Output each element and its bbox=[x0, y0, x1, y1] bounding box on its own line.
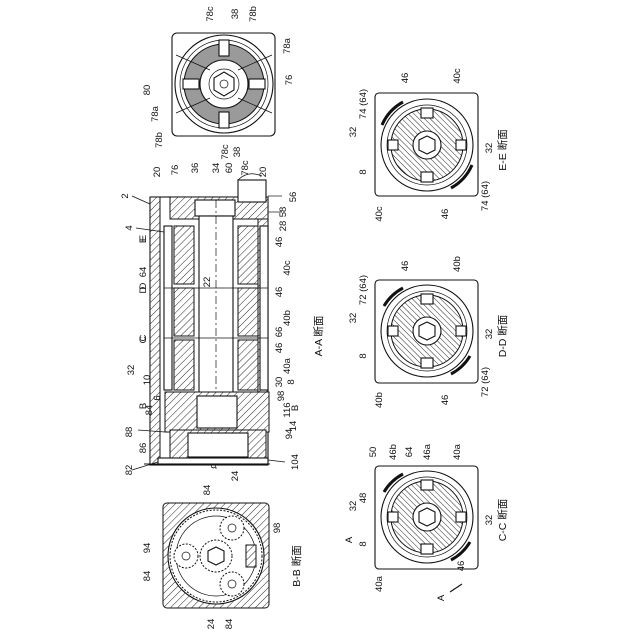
main-label-16: 22 bbox=[202, 277, 213, 288]
ee-label-5: 8 bbox=[358, 169, 369, 174]
main-label-18: 46 bbox=[274, 287, 285, 298]
main-label-42: E bbox=[138, 235, 149, 241]
bb-label-3: 84 bbox=[142, 571, 153, 582]
main-label-9: 58 bbox=[278, 207, 289, 218]
main-label-35: 88 bbox=[124, 427, 135, 438]
top_view-label-9: 78c bbox=[220, 144, 231, 160]
dd-section-view bbox=[375, 280, 478, 383]
main-label-31: 98 bbox=[276, 391, 287, 402]
cc-section-view bbox=[375, 466, 478, 592]
ee-section-view bbox=[375, 93, 478, 196]
ee-label-8: 74 (64) bbox=[480, 181, 491, 211]
cc-label-6: 32 bbox=[348, 501, 359, 512]
main-label-41: o bbox=[208, 463, 219, 468]
main-label-2: 76 bbox=[170, 165, 181, 176]
main-label-38: 82 bbox=[124, 465, 135, 476]
bb-label-1: 98 bbox=[272, 523, 283, 534]
cc-label-7: A bbox=[344, 536, 355, 543]
top_view-label-4: 76 bbox=[284, 75, 295, 86]
bb-label-2: 94 bbox=[142, 543, 153, 554]
main-label-21: 46 bbox=[274, 343, 285, 354]
ee-label-2: 74 (64) bbox=[358, 89, 369, 119]
main-label-20: 66 bbox=[274, 327, 285, 338]
ee-label-0: 46 bbox=[400, 73, 411, 84]
top_view-label-6: 78a bbox=[150, 105, 161, 122]
main-label-28: 40a bbox=[282, 357, 293, 374]
main-label-30: 84 bbox=[144, 405, 155, 416]
top-end-view bbox=[172, 33, 275, 136]
ee-label-1: 40c bbox=[452, 68, 463, 84]
ee-label-3: 32 bbox=[348, 127, 359, 138]
cc-label-12: A bbox=[436, 594, 447, 601]
dd-label-3: 32 bbox=[348, 313, 359, 324]
cc-label-10: 40a bbox=[374, 575, 385, 592]
main-label-15: 64 bbox=[138, 267, 149, 278]
main-label-11: 4 bbox=[124, 225, 135, 230]
top_view-label-2: 78b bbox=[248, 6, 259, 22]
main-label-26: 30 bbox=[274, 377, 285, 388]
dd-label-7: 46 bbox=[440, 395, 451, 406]
main-label-39: 104 bbox=[290, 454, 301, 470]
cc-label-5: 48 bbox=[358, 493, 369, 504]
main-label-27: 8 bbox=[286, 379, 297, 384]
dd-label-2: 72 (64) bbox=[358, 275, 369, 305]
dd-label-6: 40b bbox=[374, 392, 385, 408]
ee-label-6: 40c bbox=[374, 206, 385, 222]
ee-caption: E-E 断面 bbox=[496, 129, 509, 170]
main-label-14: 40c bbox=[282, 260, 293, 276]
main-label-44: C bbox=[138, 334, 149, 341]
top_view-label-3: 78a bbox=[282, 37, 293, 54]
ee-label-4: 32 bbox=[484, 143, 495, 154]
bb-label-0: 84 bbox=[202, 485, 213, 496]
main-label-10: 28 bbox=[278, 221, 289, 232]
main-label-13: 46 bbox=[274, 237, 285, 248]
dd-label-4: 32 bbox=[484, 329, 495, 340]
bb-section-view bbox=[163, 503, 269, 608]
bb-label-5: 84 bbox=[224, 619, 235, 630]
main-label-4: 34 bbox=[211, 163, 222, 174]
dd-caption: D-D 断面 bbox=[496, 315, 509, 358]
top_view-label-8: 38 bbox=[232, 147, 243, 158]
cc-label-9: 32 bbox=[484, 515, 495, 526]
main-label-5: 60 bbox=[224, 163, 235, 174]
main-label-8: 56 bbox=[288, 192, 299, 203]
ee-label-7: 46 bbox=[440, 209, 451, 220]
top_view-label-0: 78c bbox=[205, 6, 216, 22]
cc-label-2: 64 bbox=[404, 447, 415, 458]
dd-label-0: 46 bbox=[400, 261, 411, 272]
top_view-label-7: 78b bbox=[154, 132, 165, 148]
cc-label-1: 46b bbox=[388, 444, 399, 460]
main-label-7: 78c bbox=[240, 160, 251, 176]
main-label-23: 32 bbox=[126, 365, 137, 376]
top_view-label-1: 38 bbox=[230, 9, 241, 20]
main-caption: A-A 断面 bbox=[312, 316, 325, 357]
main-label-25: 6 bbox=[152, 395, 163, 400]
main-label-3: 36 bbox=[190, 163, 201, 174]
main-label-37: 94 bbox=[284, 429, 295, 440]
top_view-label-5: 80 bbox=[142, 85, 153, 96]
dd-label-1: 40b bbox=[452, 256, 463, 272]
main-label-43: D bbox=[138, 282, 149, 289]
main-label-24: 10 bbox=[142, 375, 153, 386]
cc-caption: C-C 断面 bbox=[496, 499, 509, 542]
main-label-19: 40b bbox=[282, 310, 293, 326]
main-label-6: 20 bbox=[258, 167, 269, 178]
main-label-33: B bbox=[290, 405, 301, 411]
cc-label-11: 46 bbox=[456, 561, 467, 572]
main-label-1: 20 bbox=[152, 167, 163, 178]
dd-label-5: 8 bbox=[358, 353, 369, 358]
main-section-view bbox=[144, 174, 270, 470]
cc-label-3: 46a bbox=[422, 443, 433, 460]
bb-label-4: 24 bbox=[206, 619, 217, 630]
main-label-40: 24 bbox=[230, 471, 241, 482]
cc-label-8: 8 bbox=[358, 541, 369, 546]
cc-label-4: 40a bbox=[452, 443, 463, 460]
cc-label-0: 50 bbox=[368, 447, 379, 458]
main-label-0: 2 bbox=[120, 193, 131, 198]
bb-caption: B-B 断面 bbox=[290, 545, 303, 586]
dd-label-8: 72 (64) bbox=[480, 367, 491, 397]
main-label-36: 86 bbox=[138, 443, 149, 454]
